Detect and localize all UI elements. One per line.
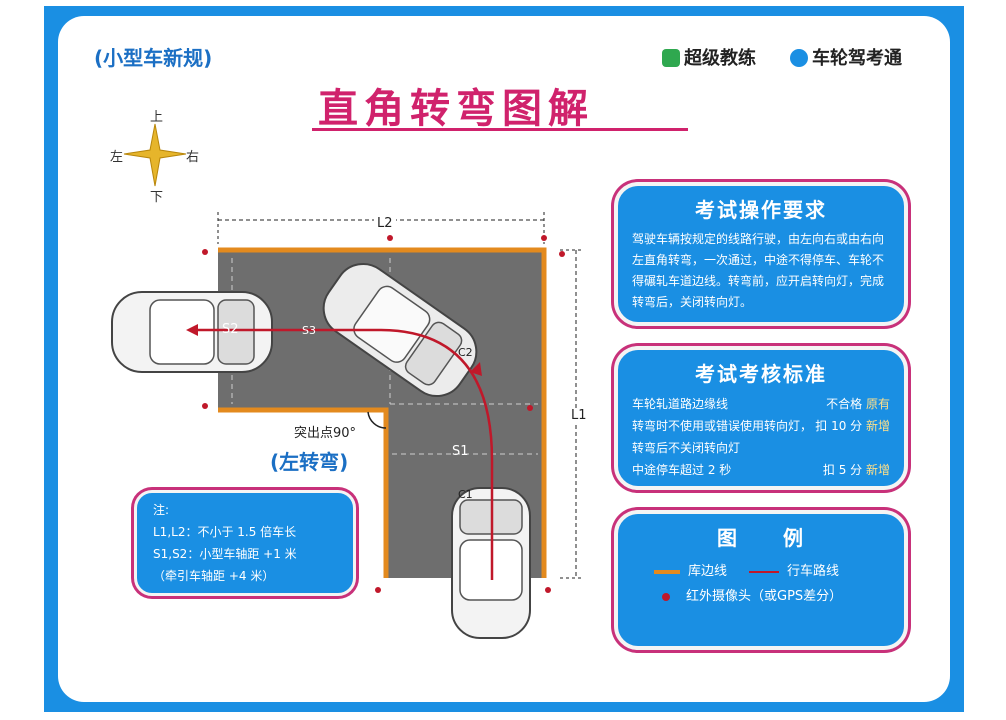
requirements-title: 考试操作要求 [695, 198, 827, 222]
standard-text: 车轮轧道路边缘线 [632, 397, 729, 411]
legend-item-3-label: 红外摄像头（或GPS差分） [686, 589, 843, 604]
brand-2-label: 车轮驾考通 [812, 48, 902, 69]
compass-up: 上 [150, 110, 164, 125]
compass-left: 左 [110, 150, 124, 165]
brand-wheel-exam: 车轮驾考通 [790, 44, 902, 70]
compass: 上 下 左 右 [110, 106, 200, 205]
compass-down: 下 [150, 190, 164, 205]
standard-row: 车轮轧道路边缘线 不合格 原有 [632, 393, 890, 415]
label-s3: S3 [302, 324, 316, 337]
standard-text: 转弯时不使用或错误使用转向灯， [632, 419, 813, 433]
note-line-1: L1,L2：不小于 1.5 倍车长 [153, 525, 297, 539]
standard-tag: 新增 [865, 419, 890, 433]
standard-result: 扣 5 分 [822, 463, 863, 477]
legend-item-camera: 红外摄像头（或GPS差分） [654, 586, 890, 607]
brand-1-label: 超级教练 [684, 48, 756, 69]
standard-row: 转弯时不使用或错误使用转向灯， 扣 10 分 新增 [632, 415, 890, 437]
note-title: 注: [153, 503, 170, 517]
legend-item-2-label: 行车路线 [787, 564, 840, 579]
corner-note: 突出点90° [294, 426, 357, 441]
standard-row: 中途停车超过 2 秒 扣 5 分 新增 [632, 459, 890, 481]
label-l1: L1 [568, 408, 590, 423]
legend-title: 图 例 [717, 526, 805, 550]
lane-edge-swatch [654, 569, 680, 574]
camera-dot-icon [662, 592, 670, 601]
standard-text: 中途停车超过 2 秒 [632, 463, 732, 477]
standard-tag: 新增 [865, 463, 890, 477]
note-line-3: （牵引车轴距 +4 米） [153, 569, 275, 583]
note-line-2: S1,S2：小型车轴距 +1 米 [153, 547, 297, 561]
route-arrow-icon [749, 570, 780, 573]
compass-star-icon [123, 123, 187, 187]
label-s2: S2 [222, 322, 239, 337]
inner-lane-edge [218, 407, 389, 578]
standard-row: 转弯后不关闭转向灯 [632, 437, 890, 459]
standard-tag: 原有 [865, 397, 890, 411]
brand-super-coach: 超级教练 [662, 44, 756, 70]
wheel-icon [790, 49, 808, 67]
chat-icon [662, 49, 680, 67]
subtitle: (小型车新规) [94, 46, 213, 70]
standards-panel: 考试考核标准 车轮轧道路边缘线 不合格 原有 转弯时不使用或错误使用转向灯， 扣… [614, 346, 908, 490]
standard-text: 转弯后不关闭转向灯 [632, 441, 741, 455]
standard-result: 扣 10 分 [815, 419, 863, 433]
standards-title: 考试考核标准 [695, 362, 827, 386]
label-c1: C1 [458, 488, 473, 501]
page-title: 直角转弯图解 [318, 85, 594, 132]
standard-result: 不合格 [826, 397, 863, 411]
title-underline [312, 128, 688, 131]
legend-panel: 图 例 库边线 行车路线 红外摄像头（或GPS差分） [614, 510, 908, 650]
driving-route [190, 328, 494, 580]
compass-right: 右 [186, 150, 200, 165]
legend-item-lane-edge: 库边线 行车路线 [654, 561, 890, 582]
requirements-text: 驾驶车辆按规定的线路行驶，由左向右或由右向左直角转弯，一次通过，中途不得停车、车… [632, 232, 885, 309]
outer-lane-edge [218, 247, 547, 578]
label-c2: C2 [458, 346, 473, 359]
requirements-panel: 考试操作要求 驾驶车辆按规定的线路行驶，由左向右或由右向左直角转弯，一次通过，中… [614, 182, 908, 326]
label-l2: L2 [374, 216, 396, 231]
label-s1: S1 [452, 444, 469, 459]
note-box: 注: L1,L2：不小于 1.5 倍车长 S1,S2：小型车轴距 +1 米 （牵… [134, 490, 356, 596]
turn-direction-label: (左转弯) [270, 450, 349, 474]
legend-item-1-label: 库边线 [688, 564, 728, 579]
